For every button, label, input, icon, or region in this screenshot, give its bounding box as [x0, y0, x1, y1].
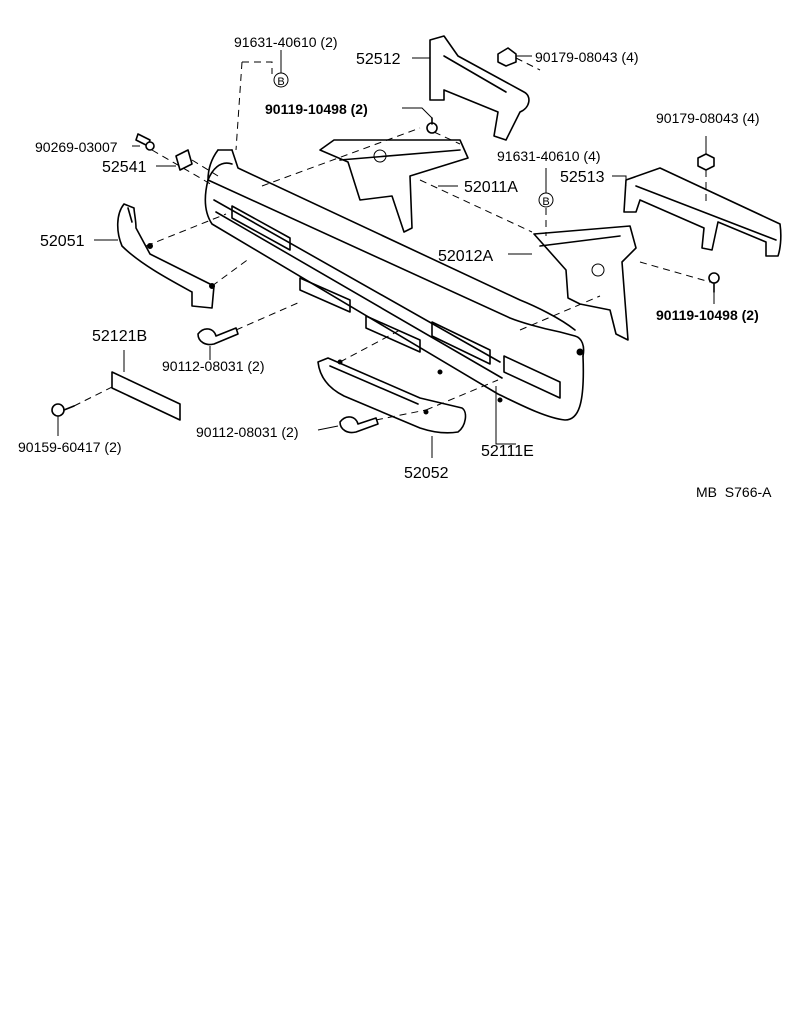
marker-b-top: B: [273, 72, 289, 88]
fastener-nut-90179-top: [497, 47, 532, 67]
bolt-90119-top: [402, 107, 438, 134]
label-52051: 52051: [40, 233, 85, 250]
label-90119-10498-right: 90119-10498 (2): [656, 307, 759, 323]
reinforcement-52012A: [508, 225, 637, 341]
label-91631-40610-right: 91631-40610 (4): [497, 148, 601, 164]
license-plate-bracket-52121B: [111, 350, 181, 421]
screw-90159: [51, 403, 75, 436]
marker-b-right: B: [538, 168, 554, 208]
label-90179-08043-top: 90179-08043 (4): [535, 49, 639, 65]
label-52011A: 52011A: [464, 179, 518, 196]
label-52513: 52513: [560, 169, 605, 186]
svg-text:B: B: [277, 76, 284, 88]
label-52541: 52541: [102, 159, 147, 176]
label-52052: 52052: [404, 465, 449, 482]
diagram-code: MB S766-A: [696, 484, 772, 500]
bumper-end-left-52051: [94, 203, 215, 309]
bracket-52513: [612, 167, 782, 257]
screw-90112-bottom: [317, 416, 379, 434]
bolt-90119-right: [708, 272, 720, 304]
screw-90112-left: [197, 327, 239, 360]
fastener-nut-90179-right: [697, 136, 715, 171]
label-90119-10498-top: 90119-10498 (2): [265, 101, 368, 117]
label-90159-60417: 90159-60417 (2): [18, 439, 122, 455]
bolt-90269: [132, 133, 155, 151]
clip-52541: [156, 149, 193, 171]
assembly-guide-lines: [73, 57, 711, 421]
label-91631-40610-top: 91631-40610 (2): [234, 34, 338, 50]
label-90179-08043-right: 90179-08043 (4): [656, 110, 760, 126]
label-90112-08031-bottom: 90112-08031 (2): [196, 424, 298, 440]
label-90269-03007: 90269-03007: [35, 139, 118, 155]
front-bumper-52111E: [204, 149, 585, 445]
label-52012A: 52012A: [438, 248, 493, 265]
svg-text:B: B: [542, 196, 549, 208]
bracket-52512: [412, 35, 530, 141]
bumper-end-lower-52052: [317, 357, 467, 458]
label-52111E: 52111E: [481, 443, 534, 460]
label-52121B: 52121B: [92, 328, 147, 345]
label-90112-08031-left: 90112-08031 (2): [162, 358, 264, 374]
reinforcement-52011A: [319, 139, 469, 233]
label-52512: 52512: [356, 51, 401, 68]
